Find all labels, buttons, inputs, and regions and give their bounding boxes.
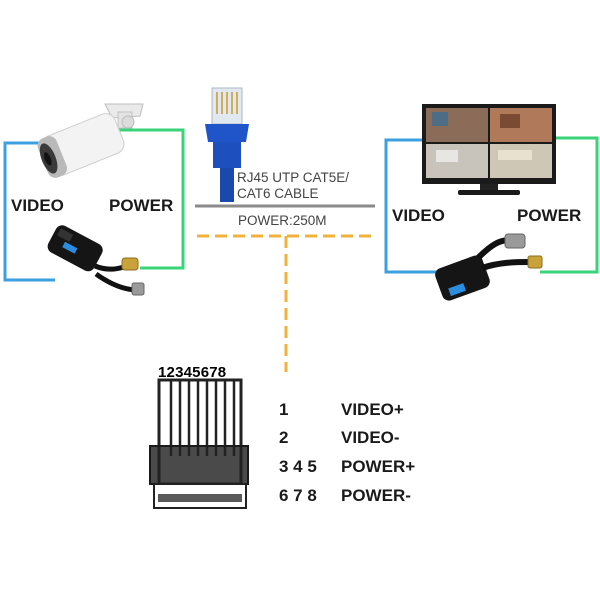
cable-type-line2: CAT6 CABLE	[237, 186, 319, 201]
right-power-wire	[540, 136, 599, 274]
pinout-pins: 3 4 5	[279, 457, 317, 476]
right-power-label: POWER	[517, 206, 582, 225]
pinout-function: VIDEO+	[341, 400, 404, 419]
rj45-pin-connector	[149, 378, 249, 509]
cable-type-line1: RJ45 UTP CAT5E/	[237, 170, 350, 185]
pinout-function: POWER+	[341, 457, 416, 476]
right-balun-icon	[435, 233, 543, 301]
pinout-pins: 2	[279, 428, 289, 447]
pinout-function: POWER-	[341, 486, 411, 505]
left-video-wire	[3, 141, 55, 282]
pinout-pins: 6 7 8	[279, 486, 317, 505]
right-video-label: VIDEO	[392, 206, 445, 225]
left-balun-icon	[47, 225, 145, 296]
right-video-wire	[384, 138, 438, 274]
bullet-camera-icon	[37, 103, 144, 178]
pinout-function: VIDEO-	[341, 428, 400, 447]
left-power-wire	[118, 128, 185, 270]
tv-monitor-icon	[422, 104, 556, 195]
rj45-plug-icon	[205, 87, 249, 202]
cable-power-distance: POWER:250M	[238, 213, 327, 228]
left-video-label: VIDEO	[11, 196, 64, 215]
left-power-label: POWER	[109, 196, 174, 215]
pin-numbers-header: 12345678	[158, 364, 227, 381]
pinout-pins: 1	[279, 400, 289, 419]
